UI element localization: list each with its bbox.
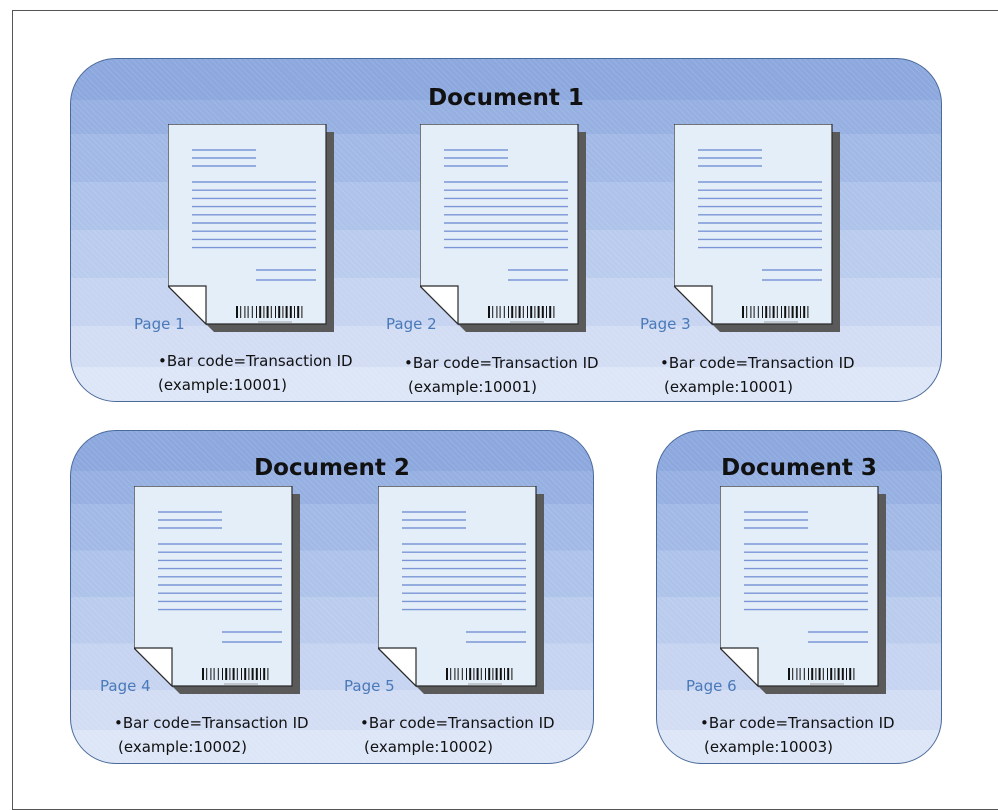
page-1-label: Page 1 [134, 315, 185, 333]
page-5-caption: •Bar code=Transaction ID (example:10002) [360, 711, 555, 759]
document-1-title: Document 1 [428, 85, 584, 111]
page-4-document-icon [134, 486, 302, 696]
page-2-document-icon [420, 124, 588, 334]
page-2-caption: •Bar code=Transaction ID (example:10001) [404, 351, 599, 399]
page-2-caption-line2: (example:10001) [408, 378, 538, 396]
page-2-caption-line1: •Bar code=Transaction ID [404, 354, 599, 372]
page-6-caption-line1: •Bar code=Transaction ID [700, 714, 895, 732]
page-5-caption-line2: (example:10002) [364, 738, 494, 756]
page-1-caption-line1: •Bar code=Transaction ID [158, 352, 353, 370]
page-3-label: Page 3 [640, 315, 691, 333]
page-5-label: Page 5 [344, 677, 395, 695]
page-4-caption: •Bar code=Transaction ID (example:10002) [114, 711, 309, 759]
page-3-document-icon [674, 124, 842, 334]
page-4-label: Page 4 [100, 677, 151, 695]
page-6-caption-line2: (example:10003) [704, 738, 834, 756]
page-6-label: Page 6 [686, 677, 737, 695]
document-3-title: Document 3 [721, 455, 877, 481]
page-3-caption: •Bar code=Transaction ID (example:10001) [660, 351, 855, 399]
document-2-title: Document 2 [254, 455, 410, 481]
page-4-caption-line2: (example:10002) [118, 738, 248, 756]
page-3-caption-line2: (example:10001) [664, 378, 794, 396]
page-4-caption-line1: •Bar code=Transaction ID [114, 714, 309, 732]
page-1-document-icon [168, 124, 336, 334]
page-6-caption: •Bar code=Transaction ID (example:10003) [700, 711, 895, 759]
page-1-caption-line2: (example:10001) [158, 376, 288, 394]
page-1-caption: •Bar code=Transaction ID (example:10001) [158, 349, 353, 397]
page-5-caption-line1: •Bar code=Transaction ID [360, 714, 555, 732]
page-6-document-icon [720, 486, 888, 696]
page-3-caption-line1: •Bar code=Transaction ID [660, 354, 855, 372]
page-5-document-icon [378, 486, 546, 696]
page-2-label: Page 2 [386, 315, 437, 333]
